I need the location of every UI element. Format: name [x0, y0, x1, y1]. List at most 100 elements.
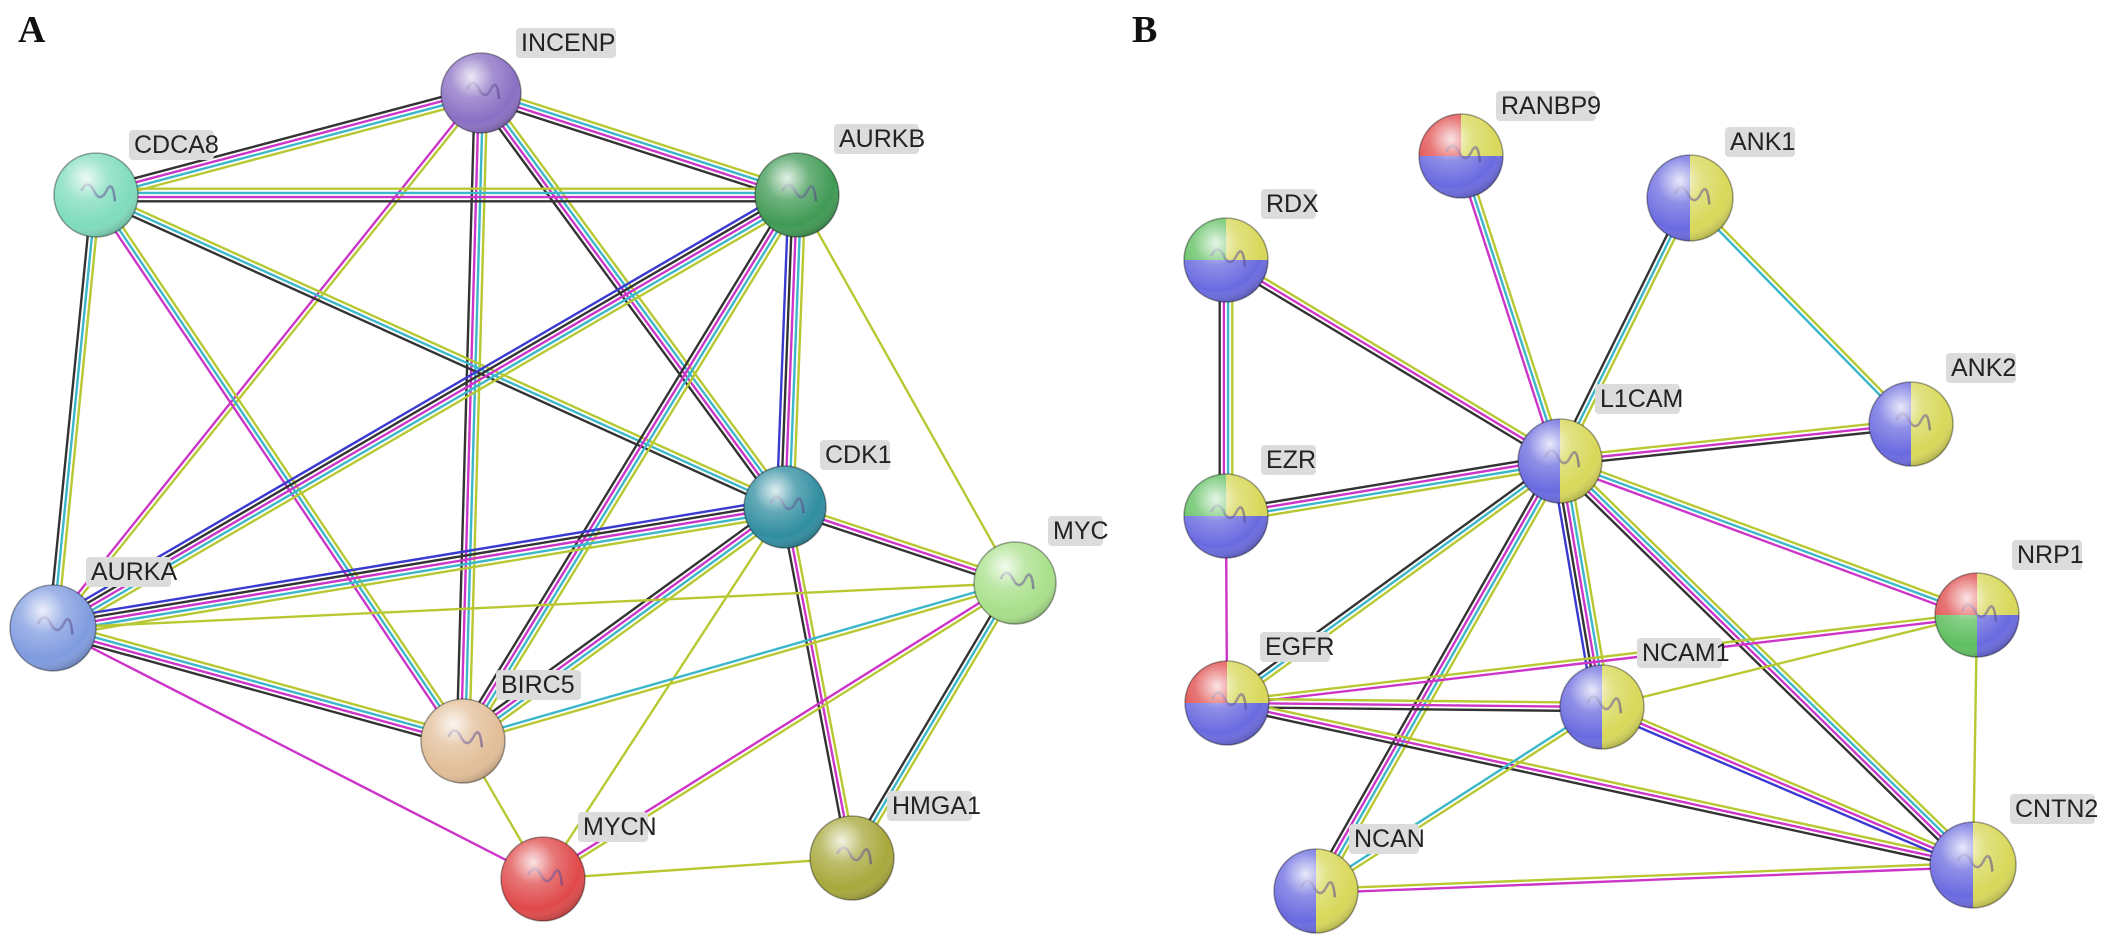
edge-strand-magenta	[783, 505, 854, 860]
edge-strand-magenta	[1557, 463, 1977, 621]
edge-egfr-cntn2	[1224, 697, 1976, 871]
edge-cdk1-birc5	[458, 500, 790, 748]
edge-strand-black	[1309, 456, 1556, 890]
node-label-background	[1725, 127, 1795, 157]
node-myc[interactable]: MYC	[973, 516, 1109, 625]
node-label: EZR	[1266, 446, 1316, 474]
edge-ank1-l1cam	[1555, 194, 1695, 465]
edge-strand-yellow	[53, 93, 484, 631]
node-label-background	[86, 557, 171, 587]
node-nrp1[interactable]: NRP1	[1934, 540, 2084, 658]
node-sphere	[1934, 572, 2020, 658]
edge-strand-yellow	[1226, 255, 1564, 459]
edge-strand-black	[1223, 453, 1561, 511]
edge-strand-cyan	[1687, 198, 1911, 427]
node-label-background	[2012, 540, 2082, 570]
node-hmga1[interactable]: HMGA1	[809, 791, 981, 901]
edge-incenp-cdca8	[93, 85, 484, 203]
node-sphere	[1929, 821, 2017, 909]
node-label: RDX	[1266, 190, 1319, 218]
edge-strand-yellow	[1560, 455, 1980, 613]
node-l1cam[interactable]: L1CAM	[1517, 384, 1683, 504]
edge-strand-cyan	[461, 579, 1016, 741]
edge-strand-yellow	[1558, 418, 1912, 459]
edge-strand-blue	[47, 186, 794, 622]
edge-strand-black	[477, 97, 797, 203]
node-label: ANK1	[1730, 128, 1795, 156]
edge-strand-black	[847, 579, 1013, 858]
node-label: AURKA	[91, 558, 177, 586]
edge-myc-birc5	[461, 579, 1017, 745]
edge-strand-yellow	[96, 189, 788, 505]
node-rdx[interactable]: RDX	[1183, 189, 1319, 303]
edge-strand-cyan	[95, 93, 483, 199]
node-cdca8[interactable]: CDCA8	[53, 130, 219, 238]
panel-a-edges	[47, 85, 1020, 882]
node-label-background	[578, 812, 648, 842]
edge-strand-yellow	[1563, 455, 1979, 862]
node-ank2[interactable]: ANK2	[1868, 353, 2016, 467]
edge-mycn-hmga1	[541, 856, 854, 881]
node-aurka[interactable]: AURKA	[9, 557, 177, 672]
node-ranbp9[interactable]: RANBP9	[1418, 91, 1601, 199]
node-egfr[interactable]: EGFR	[1184, 632, 1334, 746]
node-sphere	[743, 465, 827, 549]
node-sphere	[1646, 154, 1734, 242]
panel-b-letter: B	[1132, 9, 1157, 51]
edge-strand-black	[93, 197, 785, 513]
node-ncan[interactable]: NCAN	[1273, 824, 1425, 934]
edge-strand-black	[1222, 262, 1560, 466]
node-sphere	[973, 541, 1057, 625]
node-ezr[interactable]: EZR	[1183, 445, 1316, 559]
node-cdk1[interactable]: CDK1	[743, 440, 892, 549]
node-incenp[interactable]: INCENP	[440, 28, 616, 134]
edge-strand-cyan	[94, 193, 787, 509]
edge-strand-cyan	[1459, 154, 1562, 463]
edge-strand-magenta	[1558, 422, 1913, 463]
edge-strand-yellow	[53, 514, 788, 638]
edge-strand-cyan	[480, 89, 799, 195]
edge-strand-cyan	[463, 91, 485, 743]
edge-strand-cyan	[1313, 704, 1603, 891]
edge-strand-magenta	[94, 89, 482, 195]
edge-strand-black	[458, 500, 783, 738]
edge-strand-magenta	[479, 93, 798, 199]
edge-strand-magenta	[460, 192, 797, 742]
edge-strand-yellow	[792, 194, 807, 509]
edge-incenp-birc5	[455, 91, 489, 743]
node-cntn2[interactable]: CNTN2	[1929, 794, 2098, 909]
node-label: L1CAM	[1600, 385, 1683, 413]
edge-strand-cyan	[53, 197, 801, 633]
edge-strand-yellow	[541, 856, 854, 881]
edge-strand-blue	[775, 193, 790, 508]
edge-myc-aurka	[51, 581, 1017, 630]
edge-strand-cyan	[1225, 461, 1562, 520]
node-label: CNTN2	[2015, 795, 2098, 823]
node-label: AURKB	[839, 125, 925, 153]
edge-strand-magenta	[1224, 457, 1561, 516]
edge-strand-magenta	[51, 628, 464, 745]
node-ncam1[interactable]: NCAM1	[1559, 638, 1730, 750]
node-mycn[interactable]: MYCN	[500, 812, 657, 922]
edge-strand-cyan	[1558, 459, 1979, 617]
node-label-background	[1261, 445, 1316, 475]
edge-strand-yellow	[51, 581, 1017, 630]
node-label-background	[887, 791, 972, 821]
edge-strand-cyan	[1560, 458, 1976, 865]
node-label: EGFR	[1265, 633, 1334, 661]
node-label: MYCN	[583, 813, 657, 841]
edge-strand-magenta	[51, 505, 787, 630]
node-birc5[interactable]: BIRC5	[420, 670, 581, 784]
edge-strand-black	[50, 632, 463, 749]
edge-strand-cyan	[94, 193, 465, 743]
node-ank1[interactable]: ANK1	[1646, 127, 1795, 242]
node-label-background	[1048, 516, 1103, 546]
node-sphere	[53, 152, 139, 238]
edge-incenp-aurka	[50, 90, 484, 631]
edge-aurkb-aurka	[47, 186, 803, 637]
edge-strand-magenta	[51, 626, 545, 881]
node-aurkb[interactable]: AURKB	[754, 124, 925, 238]
